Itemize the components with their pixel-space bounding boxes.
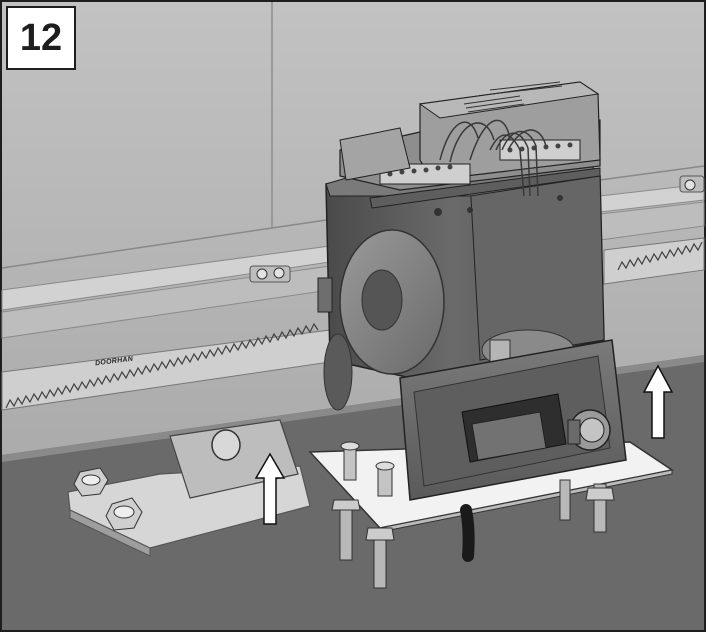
mounting-bracket-left-front	[69, 509, 151, 557]
release-lock-lever	[471, 411, 547, 461]
left-lift-arrow	[254, 452, 286, 525]
gate-panel-edge	[1, 217, 341, 269]
gate-panel-edge-right	[599, 165, 705, 181]
control-board	[339, 81, 601, 209]
housing-side-lug	[317, 277, 333, 313]
bolt-pair-left	[249, 265, 291, 283]
power-cable	[460, 504, 475, 562]
release-key-lock	[567, 409, 611, 451]
anchor-bolt-1	[331, 499, 361, 561]
anchor-nut-left-1	[73, 467, 109, 497]
right-lift-arrow	[642, 364, 674, 439]
anchor-bolt-2	[365, 527, 395, 589]
motor-coil-hole	[361, 269, 403, 331]
plate-bolt-front-left	[340, 441, 360, 481]
step-number: 12	[19, 16, 63, 59]
plate-bolt-front-mid	[375, 461, 395, 497]
gear-rack-teeth-left	[5, 322, 319, 409]
gear-rack-teeth-right	[617, 241, 703, 271]
anchor-bolt-4	[585, 483, 615, 533]
bolt-pair-right	[679, 175, 705, 193]
step-number-badge: 12	[6, 6, 76, 70]
support-block-boss	[211, 429, 241, 461]
anchor-bolt-3	[559, 479, 571, 521]
anchor-nut-left-2	[105, 497, 143, 531]
